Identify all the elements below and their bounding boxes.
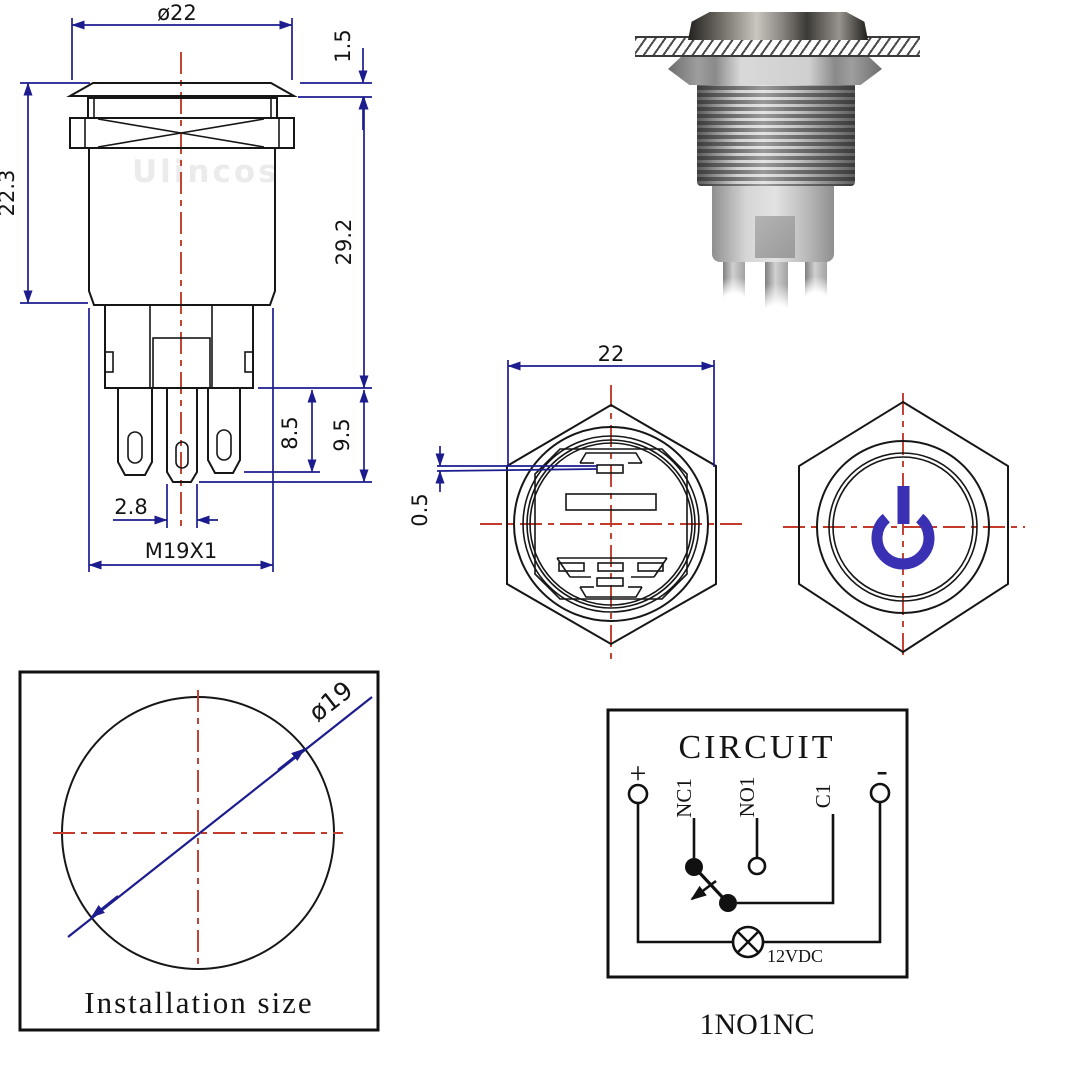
- power-icon: [871, 486, 935, 570]
- lamp-voltage-label: 12VDC: [767, 946, 823, 966]
- dim-thread-label: M19X1: [145, 539, 218, 563]
- photo-base-slot: [755, 216, 795, 258]
- terminal-housing: [104, 304, 254, 389]
- dim-across-flats-label: 22: [598, 342, 625, 366]
- terminal-pins: [117, 387, 241, 483]
- dim-overall-height-label: 29.2: [332, 219, 356, 266]
- side-view-drawing: Ulincos: [0, 1, 372, 572]
- circuit-caption: 1NO1NC: [699, 1008, 814, 1041]
- hole-diameter-dimension: ø19: [67, 675, 373, 938]
- switch-side-outline: [66, 82, 298, 483]
- front-view-drawing: [783, 393, 1025, 658]
- no1-contact: [747, 856, 767, 876]
- c1-label: C1: [811, 784, 835, 809]
- terminal-plus-label: +: [630, 757, 647, 790]
- switch-body-side: [88, 147, 276, 306]
- circuit-diagram: CIRCUIT + - NC1 NO1 C1 12VDC 1NO1NC: [606, 708, 909, 1041]
- dim-pin-center-label: 9.5: [330, 418, 354, 451]
- dim-slot-label: 0.5: [408, 493, 432, 526]
- circuit-title: CIRCUIT: [679, 729, 836, 766]
- dim-body-height-label: 22.3: [0, 170, 19, 217]
- nc1-label: NC1: [672, 778, 696, 818]
- hex-views: 22 0.5: [408, 342, 1025, 662]
- actuation-arrow: [690, 879, 717, 901]
- dim-hole-diameter-label: ø19: [303, 675, 358, 727]
- photo-hex-nut: [668, 53, 882, 85]
- installation-caption: Installation size: [84, 985, 313, 1020]
- mounted-switch-photo: [620, 0, 940, 350]
- dim-diameter-label: ø22: [157, 1, 197, 25]
- no1-label: NO1: [735, 777, 759, 818]
- photo-pin-right: [805, 260, 827, 315]
- front-hex-nut: [798, 400, 1009, 654]
- photo-threaded-barrel: [697, 83, 855, 186]
- back-view-drawing: 22 0.5: [408, 342, 742, 662]
- side-view-dimensions: ø22 22.3 1.5 29.2 8.5 9.5: [0, 1, 372, 572]
- photo-pin-left: [723, 260, 745, 317]
- installation-drawing: ø19 Installation size: [18, 670, 380, 1032]
- dim-cap-thickness-label: 1.5: [331, 29, 355, 62]
- circuit-box-border: [606, 708, 909, 979]
- dim-pin-side-label: 8.5: [278, 416, 302, 449]
- installation-box-border: [18, 670, 380, 1032]
- watermark-text: Ulincos: [132, 154, 280, 190]
- terminal-minus-label: -: [876, 752, 887, 789]
- photo-button-head: [688, 12, 868, 40]
- dim-pin-width-label: 2.8: [114, 495, 147, 519]
- back-terminal-plate: [534, 448, 688, 600]
- photo-pin-center: [765, 260, 788, 337]
- lamp-symbol: [731, 925, 765, 959]
